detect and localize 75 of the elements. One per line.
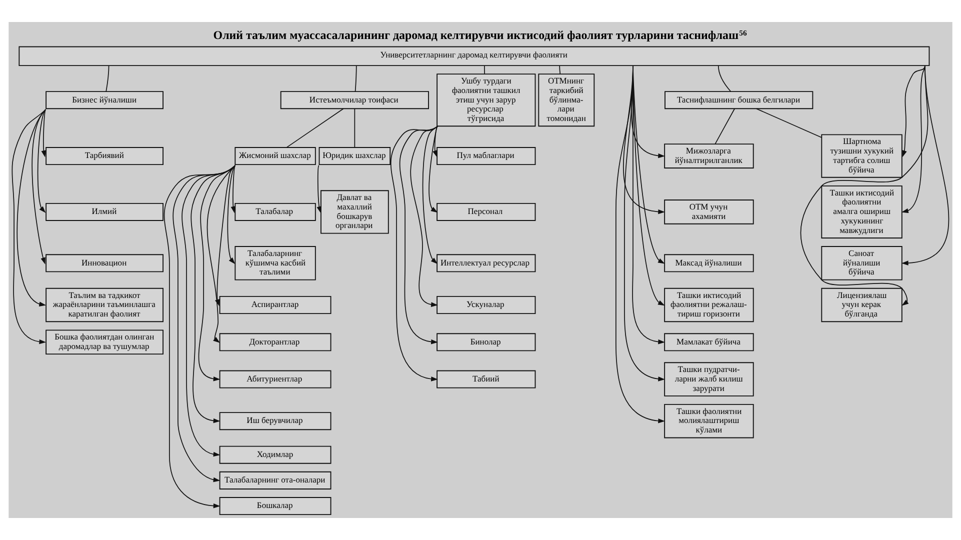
arrow — [902, 65, 926, 214]
node-box: Истеъмолчилар тоифаси — [280, 91, 429, 110]
arrow — [227, 165, 236, 264]
node-box: Саноат йўналиши бўйича — [821, 246, 902, 280]
node-box: Талабаларнинг кўшимча касбий таълими — [234, 246, 316, 280]
node-box: Университетларнинг даромад келтирувчи фаолияти — [18, 46, 930, 66]
node-box: Мамлакат бўйича — [664, 333, 754, 352]
node-box: Мижозларга йўналтирилганлик — [664, 144, 754, 168]
node-box: Таснифлашнинг бошка белгилари — [664, 91, 814, 110]
node-box: Шартнома тузишни хукукий тартибга солиш бўйича — [821, 134, 902, 178]
node-box: Ташки иктисодий фаолиятни режалаш- тириш горизонти — [664, 288, 754, 322]
arrow — [230, 165, 236, 214]
node-box: Абитуриентлар — [219, 370, 332, 388]
node-box: Пул маблаглари — [436, 147, 536, 166]
connector — [756, 108, 822, 138]
arrow — [172, 165, 236, 482]
arrow — [32, 109, 46, 264]
connector — [714, 108, 735, 144]
node-box: Талабаларнинг ота-оналари — [219, 471, 332, 490]
node-box: Бизнес йўналиши — [46, 91, 164, 110]
arrow — [206, 165, 236, 343]
connector — [354, 65, 357, 92]
node-box: Талабалар — [234, 202, 316, 221]
node-box: Докторантлар — [219, 333, 332, 352]
node-box: Лицензиялаш учун керак бўлганда — [821, 288, 902, 322]
connector — [106, 65, 110, 92]
arrow — [902, 65, 926, 158]
arrow — [901, 65, 950, 266]
arrow — [198, 165, 236, 382]
node-box: Интеллектуал ресурслар — [436, 254, 536, 272]
node-box: Табиий — [436, 370, 536, 388]
arrow — [316, 165, 322, 214]
node-box: Аспирантлар — [219, 296, 332, 314]
arrow — [399, 126, 438, 344]
arrow — [215, 165, 236, 306]
node-box: Ушбу турдаги фаолиятни ташкил этиш учун зарур ресурслар тўгрисида — [436, 74, 536, 127]
node-box: Жисмоний шахслар — [234, 147, 316, 166]
node-box: Ускуналар — [436, 296, 536, 314]
arrow — [37, 109, 46, 213]
arrow — [410, 126, 438, 307]
node-box: Ташки иктисодий фаолиятни амалга ошириш хукукининг мавжудлиги — [821, 185, 902, 238]
node-box: Ташки фаолиятни молиялаштириш кўлами — [664, 404, 754, 438]
connector — [484, 65, 486, 74]
arrow — [182, 165, 236, 457]
node-box: Ходимлар — [219, 446, 332, 464]
node-box: Ташки пудратчи- ларни жалб килиш зарурати — [664, 362, 754, 396]
node-box: Инновацион — [46, 254, 164, 272]
connector — [354, 108, 356, 148]
node-box: Тарбиявий — [46, 147, 164, 166]
arrow — [432, 126, 438, 158]
arrow — [41, 109, 46, 158]
arrow — [422, 126, 438, 264]
node-box: Максад йўналиши — [664, 254, 754, 272]
arrow — [190, 165, 236, 424]
connector — [286, 108, 344, 148]
node-box: ОТМнинг таркибий бўлинма- лари томонидан — [538, 74, 595, 127]
connector — [718, 65, 732, 92]
arrow — [390, 126, 438, 382]
node-box: Персонал — [436, 202, 536, 221]
arrow — [164, 165, 236, 508]
node-box: Иш берувчилар — [219, 412, 332, 430]
node-box: Бошка фаолиятдан олинган даромадлар ва тушумлар — [46, 330, 164, 355]
arrow — [428, 126, 438, 213]
node-box: Илмий — [46, 202, 164, 221]
arrow — [615, 65, 666, 424]
node-box: Бинолар — [436, 333, 536, 352]
arrow — [800, 65, 928, 306]
node-box: Давлат ва махаллий бошкарув органлари — [320, 190, 389, 234]
arrow — [16, 109, 46, 306]
node-box: Юридик шахслар — [318, 147, 391, 166]
node-box: Таълим ва тадкикот жараёнларини таъминлашга каратилган фаолият — [46, 288, 164, 322]
arrow — [12, 109, 46, 344]
node-box: Бошкалар — [219, 497, 332, 516]
connector — [559, 65, 561, 74]
node-box: ОТМ учун ахамияти — [664, 200, 754, 224]
